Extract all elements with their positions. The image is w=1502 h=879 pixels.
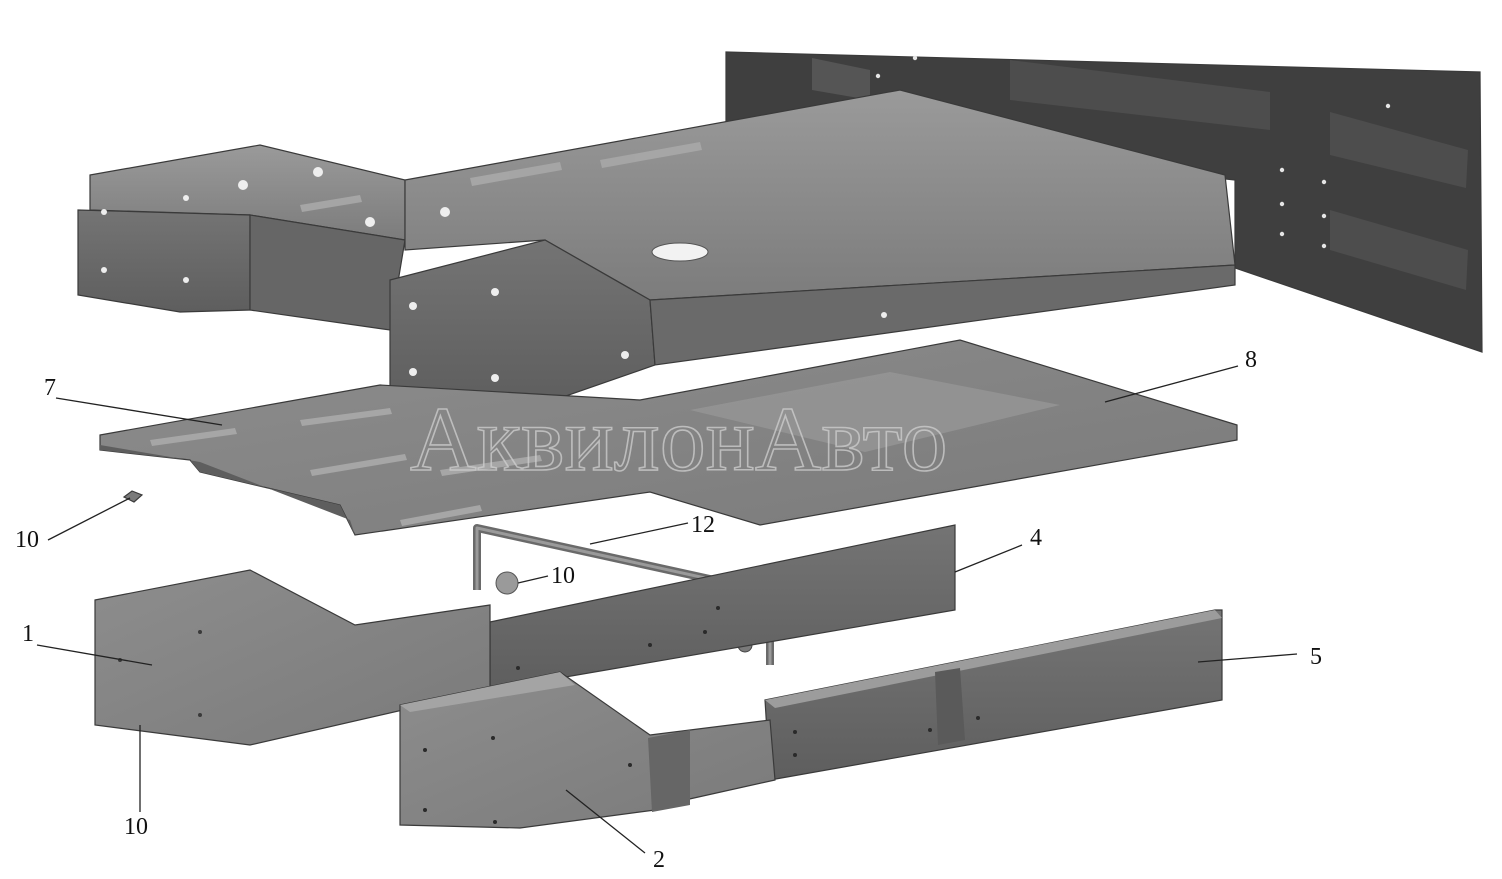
- panel-5: [764, 609, 1223, 781]
- floor-mat: [99, 339, 1238, 536]
- callout-5: 5: [1310, 644, 1322, 670]
- callout-7: 7: [44, 375, 56, 401]
- callout-10-left: 10: [15, 527, 39, 553]
- callout-10-bottom: 10: [124, 814, 148, 840]
- callout-8: 8: [1245, 347, 1257, 373]
- callout-labels: 7 8 10 10 12 4 1 5 10 2: [15, 347, 1322, 873]
- callout-4: 4: [1030, 525, 1042, 551]
- leader-lines: [36, 365, 1298, 854]
- panel-2: [399, 671, 797, 829]
- floor-tunnel-assembly: [77, 89, 1236, 406]
- callout-2: 2: [653, 847, 665, 873]
- callout-1: 1: [22, 621, 34, 647]
- callout-10-center: 10: [551, 563, 575, 589]
- watermark-text: АквилонАвто: [410, 388, 948, 490]
- callout-12: 12: [691, 512, 715, 538]
